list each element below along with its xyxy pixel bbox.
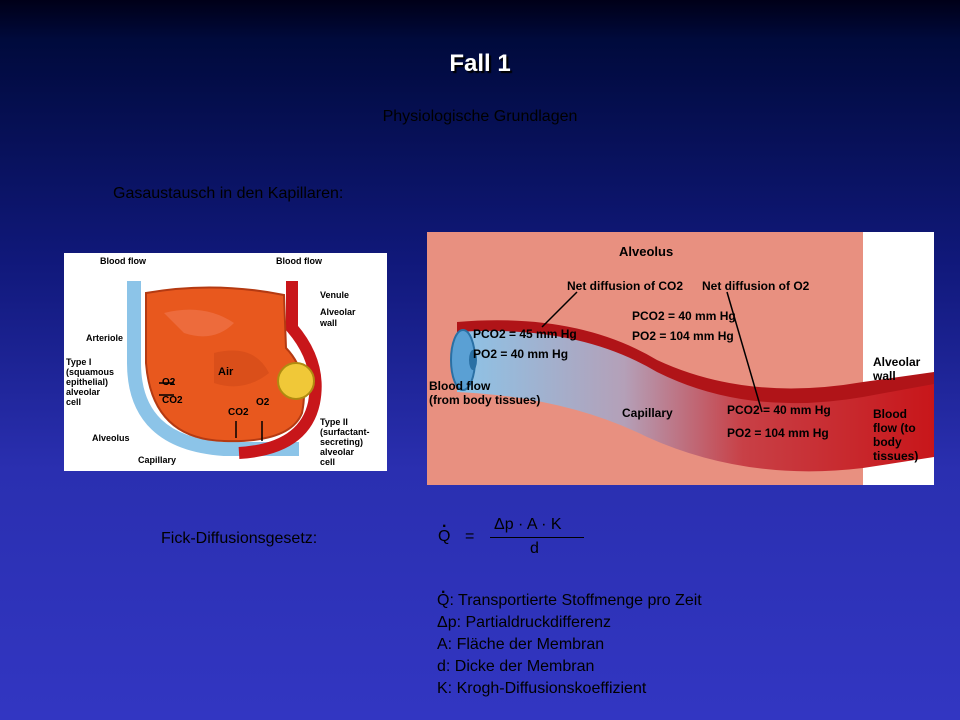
venule-tube (238, 281, 322, 459)
definition-q-dot: . (441, 580, 446, 597)
formula-denominator: d (530, 540, 539, 557)
label-pco2-alveolus: PCO2 = 40 mm Hg (632, 309, 736, 323)
label-pco2-out: PCO2 = 40 mm Hg (727, 403, 831, 417)
definition-k: K: Krogh-Diffusionskoeffizient (437, 680, 647, 697)
fick-law-label: Fick-Diffusionsgesetz: (161, 530, 318, 547)
label-net-co2: Net diffusion of CO2 (567, 279, 683, 293)
label-blood-out-2: flow (to (873, 421, 916, 435)
capillary-tube (457, 330, 934, 472)
label-co2-bottom: CO2 (228, 407, 249, 418)
fick-formula: . Q = Δp · A · K d (436, 512, 596, 564)
type2-cell-shape (277, 362, 315, 400)
label-o2-left: O2 (162, 377, 176, 388)
label-o2-bottom: O2 (256, 397, 270, 408)
label-air: Air (218, 366, 234, 378)
label-alveolus-top: Alveolus (619, 244, 673, 259)
label-co2-left: CO2 (162, 395, 183, 406)
formula-fraction-bar (490, 537, 584, 538)
label-alveolar-wall-right-2: wall (872, 369, 896, 383)
label-alveolar-wall-1: Alveolar (320, 307, 356, 317)
label-type1-4: alveolar (66, 387, 101, 397)
label-arteriole: Arteriole (86, 333, 123, 343)
label-type2-3: secreting) (320, 437, 363, 447)
diffusion-figure: Alveolus Net diffusion of CO2 Net diffus… (427, 232, 934, 485)
label-alveolus: Alveolus (92, 433, 130, 443)
formula-q: Q (438, 528, 451, 545)
formula-numerator: Δp · A · K (494, 516, 562, 533)
arteriole-tube (127, 281, 299, 456)
label-po2-out: PO2 = 104 mm Hg (727, 426, 829, 440)
label-po2-in: PO2 = 40 mm Hg (473, 347, 568, 361)
label-type1-1: Type I (66, 357, 91, 367)
label-alveolar-wall-right-1: Alveolar (873, 355, 921, 369)
label-blood-in-2: (from body tissues) (429, 393, 540, 407)
label-capillary: Capillary (138, 455, 176, 465)
label-type2-5: cell (320, 457, 335, 467)
label-type2-1: Type II (320, 417, 348, 427)
label-type1-3: epithelial) (66, 377, 108, 387)
label-blood-out-1: Blood (873, 407, 907, 421)
label-po2-alveolus: PO2 = 104 mm Hg (632, 329, 734, 343)
definition-dp: Δp: Partialdruckdifferenz (437, 614, 612, 631)
label-alveolar-wall-2: wall (319, 318, 337, 328)
formula-q-dot: . (442, 514, 447, 531)
gas-exchange-heading: Gasaustausch in den Kapillaren: (113, 185, 344, 202)
label-type2-2: (surfactant- (320, 427, 370, 437)
formula-equals: = (465, 528, 475, 545)
definition-d: d: Dicke der Membran (437, 658, 595, 675)
definitions-list: . Q: Transportierte Stoffmenge pro Zeit … (437, 580, 702, 700)
label-blood-out-3: body (873, 435, 902, 449)
label-net-o2: Net diffusion of O2 (702, 279, 810, 293)
definition-q: Q: Transportierte Stoffmenge pro Zeit (437, 592, 702, 609)
definition-a: A: Fläche der Membran (437, 636, 605, 653)
slide-title: Fall 1 (449, 50, 511, 77)
slide-subtitle: Physiologische Grundlagen (382, 108, 578, 125)
label-type1-5: cell (66, 397, 81, 407)
alveolus-figure: Blood flow Blood flow Venule Alveolar wa… (64, 253, 387, 471)
label-blood-out-4: tissues) (873, 449, 918, 463)
label-blood-flow-right: Blood flow (276, 256, 323, 266)
label-capillary-right: Capillary (622, 406, 673, 420)
label-venule: Venule (320, 290, 349, 300)
label-type2-4: alveolar (320, 447, 355, 457)
alveolus-illustration: Blood flow Blood flow Venule Alveolar wa… (66, 256, 370, 467)
label-pco2-in: PCO2 = 45 mm Hg (473, 327, 577, 341)
label-type1-2: (squamous (66, 367, 114, 377)
label-blood-in-1: Blood flow (429, 379, 491, 393)
diffusion-illustration: Alveolus Net diffusion of CO2 Net diffus… (427, 232, 934, 485)
label-blood-flow-left: Blood flow (100, 256, 147, 266)
